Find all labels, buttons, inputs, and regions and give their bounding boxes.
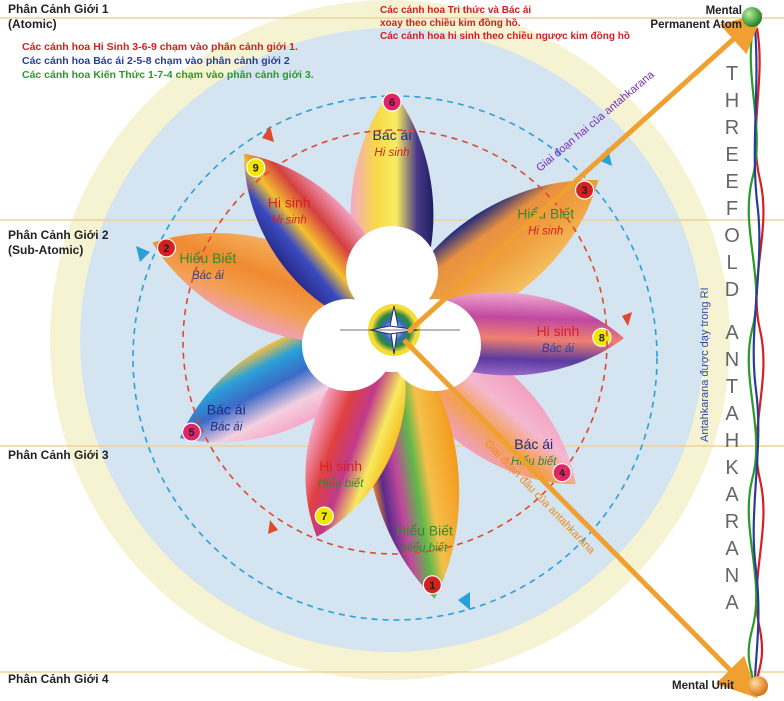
threefold-letter: R	[725, 511, 739, 533]
plane-2-title: Phân Cảnh Giới 2	[8, 228, 109, 242]
petal-sub-7: Hiểu biết	[318, 478, 364, 490]
rotation-note-line-2: xoay theo chiều kim đồng hồ.	[380, 18, 521, 29]
petal-number-6: 6	[389, 97, 395, 109]
petal-7	[305, 330, 406, 537]
plane-label-2: Phân Cảnh Giới 2 (Sub-Atomic)	[8, 228, 109, 258]
petal-number-7: 7	[321, 511, 327, 523]
threefold-letter: N	[725, 349, 739, 371]
petal-name-2: Hiểu Biết	[179, 250, 236, 266]
petal-sub-9: Hi sinh	[272, 214, 307, 226]
petal-shape-7	[305, 330, 406, 537]
petal-badge-3	[574, 180, 595, 200]
plane-2-sub: (Sub-Atomic)	[8, 243, 84, 257]
rotation-note-line-3: Các cánh hoa hi sinh theo chiều ngược ki…	[380, 31, 630, 42]
threefold-letter: R	[725, 117, 739, 139]
mental-permanent-atom-icon	[742, 7, 762, 27]
rotation-note: Các cánh hoa Tri thức và Bác ái xoay the…	[380, 4, 630, 43]
legend-knowledge: Các cánh hoa Kiến Thức 1-7-4 chạm vào ph…	[22, 69, 314, 81]
petal-name-6: Bác ái	[373, 127, 412, 143]
threefold-letter: E	[725, 171, 738, 193]
threefold-letter: H	[725, 430, 739, 452]
plane-4-title: Phân Cảnh Giới 4	[8, 672, 109, 686]
inner-arrow-nw	[262, 126, 274, 142]
inner-arrow-e	[622, 312, 632, 326]
threefold-letter: T	[726, 376, 738, 398]
mental-unit-label: Mental Unit	[672, 680, 734, 692]
petal-name-9: Hi sinh	[268, 194, 311, 210]
threefold-letter: L	[726, 252, 737, 274]
threefold-letter: T	[726, 63, 738, 85]
legend-love: Các cánh hoa Bác ái 2-5-8 chạm vào phân …	[22, 55, 290, 67]
plane-label-4: Phân Cảnh Giới 4	[8, 672, 109, 687]
outer-arrow-w	[136, 246, 150, 262]
mental-label: Mental	[705, 5, 742, 17]
petal-badge-2	[156, 238, 177, 258]
antahkarana-ri-text: Antahkarana được dạy trong RI	[699, 287, 711, 442]
threefold-letter: A	[725, 484, 739, 506]
plane-label-1: Phân Cảnh Giới 1 (Atomic)	[8, 2, 109, 32]
petal-sub-2: Bác ái	[192, 270, 224, 282]
petal-number-5: 5	[188, 427, 194, 439]
antahkarana-thread	[747, 27, 765, 683]
inner-rotation-arrows	[262, 126, 632, 534]
petal-name-1: Hiểu Biết	[396, 522, 453, 538]
threefold-letter: D	[725, 279, 739, 301]
petal-sub-6: Hi sinh	[374, 147, 409, 159]
threefold-letter: O	[724, 225, 740, 247]
petal-sub-3: Hi sinh	[528, 225, 563, 237]
threefold-letter: A	[725, 403, 739, 425]
petal-number-9: 9	[253, 163, 259, 175]
threefold-letter: A	[725, 322, 739, 344]
stage-one-arrow	[402, 338, 759, 699]
mental-permanent-atom-label: Mental Permanent Atom	[650, 4, 742, 32]
petal-badge-6	[382, 92, 402, 112]
petal-number-3: 3	[581, 185, 587, 197]
petal-name-5: Bác ái	[207, 401, 246, 417]
petal-badge-5	[181, 422, 202, 442]
petal-sub-1: Hiểu biết	[402, 542, 448, 554]
inner-arrow-sw	[268, 520, 278, 534]
petal-name-3: Hiểu Biết	[517, 205, 574, 221]
petal-name-7: Hi sinh	[319, 458, 362, 474]
inner-rotation-path	[182, 129, 608, 555]
threefold-letter: E	[725, 144, 738, 166]
threefold-letter: A	[725, 592, 739, 614]
petal-number-4: 4	[559, 468, 566, 480]
mental-unit-icon	[748, 676, 768, 696]
plane-3-title: Phân Cảnh Giới 3	[8, 448, 109, 462]
threefold-letter: F	[726, 198, 738, 220]
threefold-letter: K	[725, 457, 739, 479]
threefold-letter: H	[725, 90, 739, 112]
threefold-letter: A	[725, 538, 739, 560]
petal-name-8: Hi sinh	[537, 323, 580, 339]
threefold-letter: N	[725, 565, 739, 587]
permanent-atom-label: Permanent Atom	[650, 19, 742, 31]
petal-badge-7	[314, 506, 334, 526]
petal-name-4: Bác ái	[514, 436, 553, 452]
stage-two-arrow	[406, 12, 763, 334]
petal-number-8: 8	[599, 332, 605, 344]
petal-badge-1	[422, 575, 442, 595]
outer-arrow-s	[458, 592, 470, 610]
legend-sacrifice: Các cánh hoa Hi Sinh 3-6-9 chạm vào phân…	[22, 41, 298, 53]
petal-sub-5: Bác ái	[210, 421, 242, 433]
plane-1-sub: (Atomic)	[8, 17, 57, 31]
plane-label-3: Phân Cảnh Giới 3	[8, 448, 109, 463]
petal-number-2: 2	[163, 243, 169, 255]
plane-1-title: Phân Cảnh Giới 1	[8, 2, 109, 16]
petal-sub-8: Bác ái	[542, 343, 574, 355]
antahkarana-arrows	[402, 12, 763, 699]
rotation-note-line-1: Các cánh hoa Tri thức và Bác ái	[380, 5, 532, 16]
petal-badge-9	[246, 157, 266, 178]
petal-number-1: 1	[429, 580, 435, 592]
